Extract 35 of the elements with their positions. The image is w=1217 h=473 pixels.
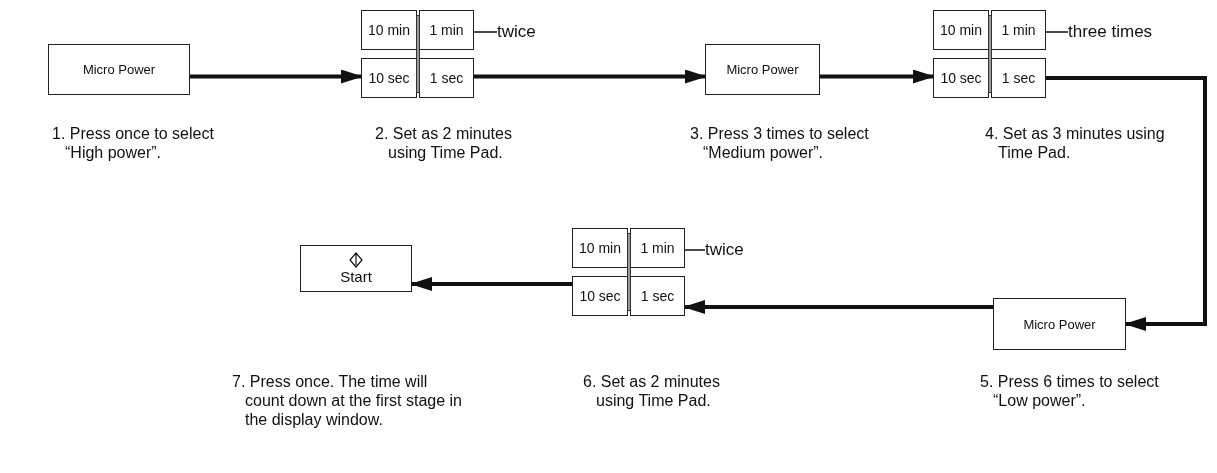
step-instruction: 5. Press 6 times to select “Low power”.	[980, 372, 1160, 410]
power-button: Micro Power	[993, 298, 1126, 350]
step-instruction: 4. Set as 3 minutes using Time Pad.	[985, 124, 1166, 162]
time-key: 10 min	[572, 228, 628, 268]
step-instruction: 3. Press 3 times to select “Medium power”.	[690, 124, 870, 162]
leader-line	[1045, 31, 1069, 33]
leader-line	[684, 249, 706, 251]
time-key: 10 sec	[933, 58, 989, 98]
arrow	[820, 69, 935, 84]
time-key: 1 min	[991, 10, 1046, 50]
time-key: 1 sec	[630, 276, 685, 316]
start-button: Start	[300, 245, 412, 292]
press-count: three times	[1068, 20, 1168, 44]
time-key: 1 sec	[991, 58, 1046, 98]
step-instruction: 1. Press once to select “High power”.	[52, 124, 215, 162]
time-key: 1 sec	[419, 58, 474, 98]
step-instruction: 2. Set as 2 minutes using Time Pad.	[375, 124, 513, 162]
arrow	[410, 277, 572, 291]
press-count: twice	[497, 20, 547, 44]
arrow	[474, 69, 707, 84]
step-instruction: 7. Press once. The time will count down at the first stage in the display window.	[232, 372, 463, 429]
time-key: 10 min	[933, 10, 989, 50]
step-instruction: 6. Set as 2 minutes using Time Pad.	[583, 372, 721, 410]
power-button: Micro Power	[48, 44, 190, 95]
time-key: 10 sec	[361, 58, 417, 98]
time-key: 1 min	[419, 10, 474, 50]
time-key: 1 min	[630, 228, 685, 268]
arrow	[190, 69, 363, 84]
time-key: 10 sec	[572, 276, 628, 316]
arrow	[683, 300, 993, 314]
power-button: Micro Power	[705, 44, 820, 95]
leader-line	[473, 31, 498, 33]
arrow	[1046, 76, 1207, 331]
press-count: twice	[705, 238, 755, 262]
time-key: 10 min	[361, 10, 417, 50]
